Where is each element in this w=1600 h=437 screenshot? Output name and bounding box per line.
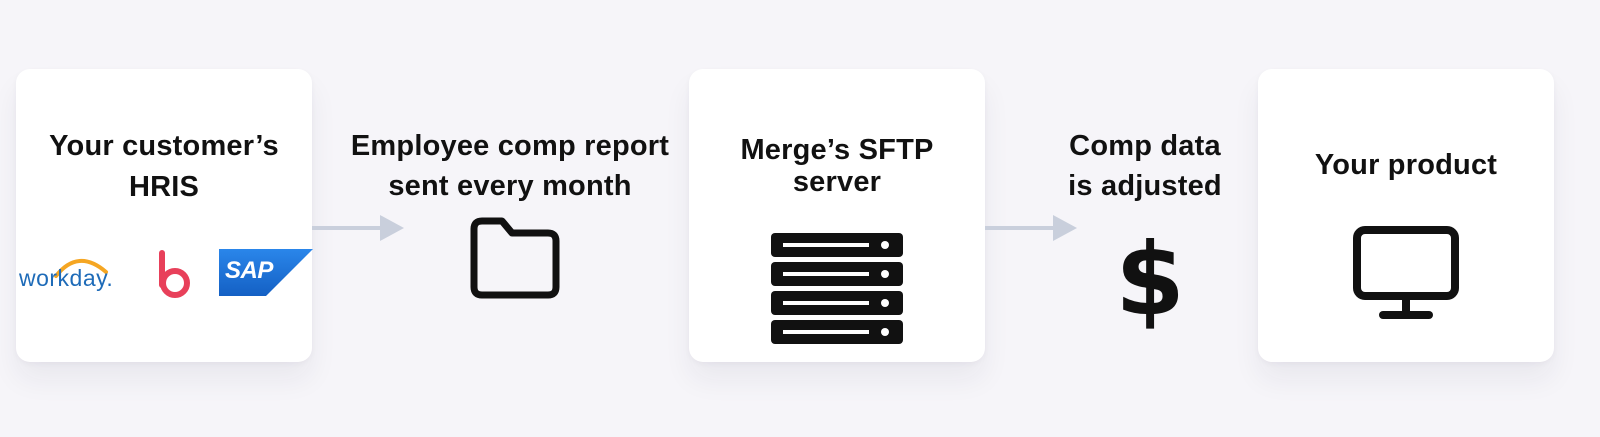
- hris-title-line1: Your customer’s: [49, 130, 279, 162]
- adjust-label-line1: Comp data: [1069, 130, 1221, 162]
- sftp-title-line2: server: [792, 166, 882, 198]
- workday-arc-icon: [54, 258, 108, 278]
- hris-card: Your customer’s HRIS workday. SAP: [16, 69, 313, 362]
- product-card: Your product: [1258, 69, 1554, 362]
- dollar-icon: $: [1115, 221, 1185, 338]
- workday-wordmark: workday.: [19, 265, 114, 291]
- sftp-title-line1: Merge’s SFTP: [740, 134, 934, 166]
- arrow-right-icon: [985, 215, 1077, 241]
- bamboohr-b-icon: [159, 250, 190, 298]
- server-stack-icon: [771, 233, 903, 344]
- sap-logo: SAP: [219, 249, 313, 296]
- report-label-line2: sent every month: [388, 170, 632, 202]
- product-title: Your product: [1314, 149, 1498, 181]
- folder-icon: [470, 217, 560, 299]
- sftp-card: Merge’s SFTP server: [689, 69, 985, 362]
- monitor-icon: [1353, 226, 1459, 319]
- sap-badge-icon: [219, 249, 313, 296]
- hris-title-line2: HRIS: [128, 171, 200, 203]
- report-label-line1: Employee comp report: [350, 130, 670, 162]
- arrow-right-icon: [312, 215, 404, 241]
- adjust-label-line2: is adjusted: [1068, 170, 1222, 202]
- bamboohr-logo: [154, 249, 194, 301]
- sap-wordmark: SAP: [225, 257, 273, 284]
- workday-logo: workday.: [18, 244, 140, 304]
